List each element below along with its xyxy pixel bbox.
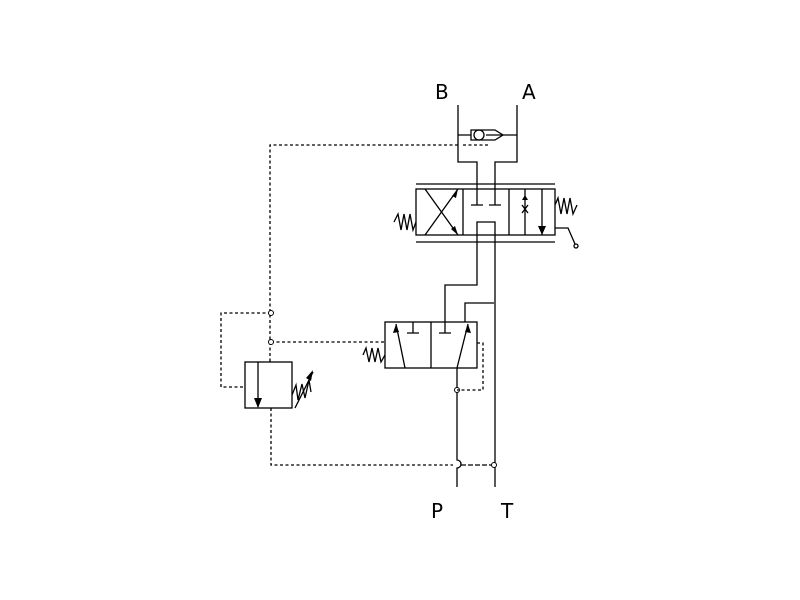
pressure-line	[456, 368, 462, 487]
main-valve-right-spring	[554, 195, 578, 217]
tank-line	[464, 242, 496, 487]
port-label-a: A	[522, 80, 536, 104]
pressure-line-upper	[444, 242, 478, 322]
pilot-valve-spring	[362, 345, 386, 364]
port-label-p: P	[431, 499, 443, 523]
work-port-lines	[457, 105, 518, 184]
relief-valve	[244, 361, 314, 409]
shuttle-valve	[470, 129, 505, 141]
port-label-b: B	[435, 80, 449, 104]
main-valve-left-spring	[393, 211, 417, 233]
port-label-t: T	[500, 499, 514, 523]
main-directional-valve	[415, 183, 556, 243]
main-valve-lever	[555, 227, 579, 249]
pilot-lines	[220, 144, 497, 468]
pilot-feedback-line	[457, 342, 484, 391]
pilot-directional-valve	[384, 321, 478, 369]
